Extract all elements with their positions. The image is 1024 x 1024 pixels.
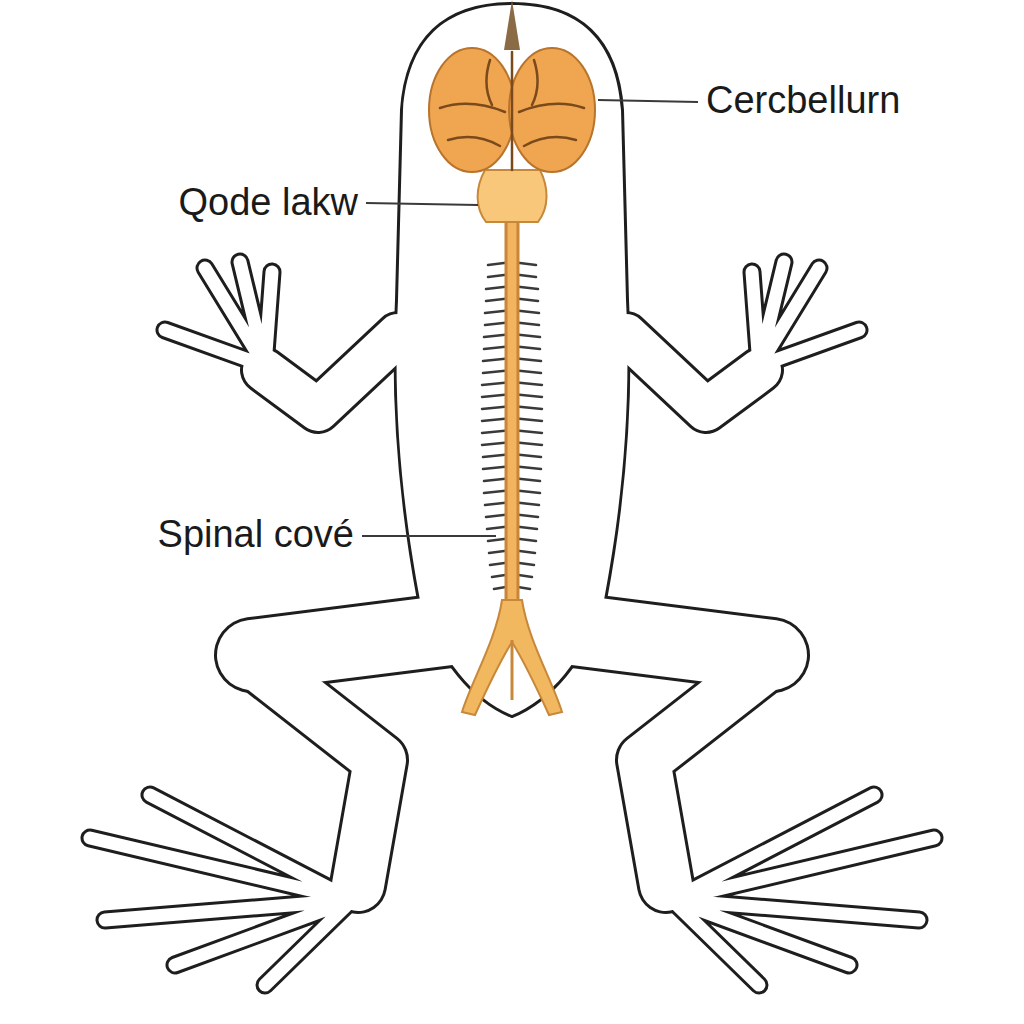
spinal-cord-core [508,215,517,620]
leader-line [598,100,698,102]
frog-outline [90,5,934,985]
filum [511,640,514,700]
part-label: Spinal cové [158,513,354,557]
brainstem [478,170,547,222]
leader-line [366,203,478,205]
leader-lines [362,100,698,536]
spinal-cord [505,215,520,620]
part-label: Qode lakw [178,181,358,225]
cauda-equina [462,600,562,715]
leader-line [362,535,496,537]
part-label: Cercbellurn [706,79,900,123]
brain-folds [440,52,584,170]
frog-fill [90,5,934,985]
olfactory-tip [504,0,520,50]
